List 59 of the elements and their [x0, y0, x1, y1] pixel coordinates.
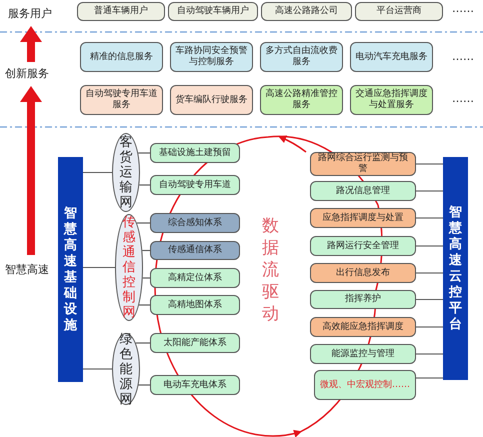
flow-label: 数据流驱动 — [262, 215, 280, 325]
platform-bar: 智慧高速基础设施 — [58, 157, 83, 382]
connector-line — [138, 384, 150, 386]
service-box: 普通车辆用户 — [77, 2, 165, 21]
connector-line — [416, 163, 443, 165]
connector-line — [138, 152, 150, 154]
service-box: 自动驾驶专用车道服务 — [80, 85, 163, 115]
service-box: 基础设施土建预留 — [150, 143, 240, 163]
service-box: 多方式自由流收费服务 — [260, 42, 343, 72]
service-box: 车路协同安全预警与控制服务 — [170, 42, 253, 72]
connector-line — [139, 184, 150, 186]
connector-line — [416, 377, 443, 379]
service-box: 微观、中宏观控制…… — [314, 370, 416, 400]
row-label: 智慧高速 — [5, 262, 49, 277]
service-box: 自动驾驶专用车道 — [150, 175, 240, 195]
service-box: 高精地图体系 — [150, 295, 240, 315]
platform-bar: 智慧高速云控平台 — [443, 157, 468, 380]
connector-line — [83, 172, 112, 174]
network-ellipse: 绿色能源网 — [112, 333, 140, 405]
service-box: 综合感知体系 — [150, 213, 240, 233]
service-box: 太阳能产能体系 — [150, 333, 240, 353]
connector-line — [136, 222, 150, 224]
connector-line — [416, 353, 443, 355]
service-box: 路网运行安全管理 — [310, 236, 416, 256]
network-ellipse: 客货运输网 — [112, 133, 140, 212]
connector-line — [83, 368, 112, 370]
row-label: 服务用户 — [8, 6, 52, 21]
service-box: 精准的信息服务 — [80, 42, 163, 72]
service-box: 交通应急指挥调度与处置服务 — [350, 85, 433, 115]
service-box: 货车编队行驶服务 — [170, 85, 253, 115]
network-ellipse: 传感通信控制网 — [115, 214, 143, 321]
service-box: 能源监控与管理 — [310, 344, 416, 364]
connector-line — [416, 190, 443, 192]
connector-line — [416, 217, 443, 219]
connector-line — [138, 304, 150, 306]
service-box: 指挥养护 — [310, 290, 416, 309]
service-box: 传感通信体系 — [150, 241, 240, 260]
ellipsis: …… — [452, 92, 474, 105]
connector-line — [416, 272, 443, 274]
service-box: 高速公路路公司 — [261, 2, 352, 21]
connector-line — [416, 245, 443, 247]
service-box: 自动驾驶车辆用户 — [168, 2, 258, 21]
row-label: 创新服务 — [5, 66, 49, 81]
service-box: 电动车充电体系 — [150, 375, 240, 395]
service-box: 出行信息发布 — [310, 263, 416, 283]
service-box: 路网综合运行监测与预警 — [310, 152, 416, 176]
connector-line — [136, 342, 150, 344]
service-box: 应急指挥调度与处置 — [310, 208, 416, 228]
service-box: 路况信息管理 — [310, 181, 416, 201]
service-box: 平台运营商 — [355, 2, 443, 21]
connector-line — [416, 298, 443, 300]
service-box: 电动汽车充电服务 — [350, 42, 433, 72]
service-box: 高效能应急指挥调度 — [310, 317, 416, 337]
connector-line — [416, 326, 443, 328]
ellipsis: …… — [452, 2, 474, 15]
connector-line — [83, 266, 115, 268]
service-box: 高速公路精准管控服务 — [260, 85, 343, 115]
ellipsis: …… — [452, 50, 474, 63]
service-box: 高精定位体系 — [150, 268, 240, 288]
